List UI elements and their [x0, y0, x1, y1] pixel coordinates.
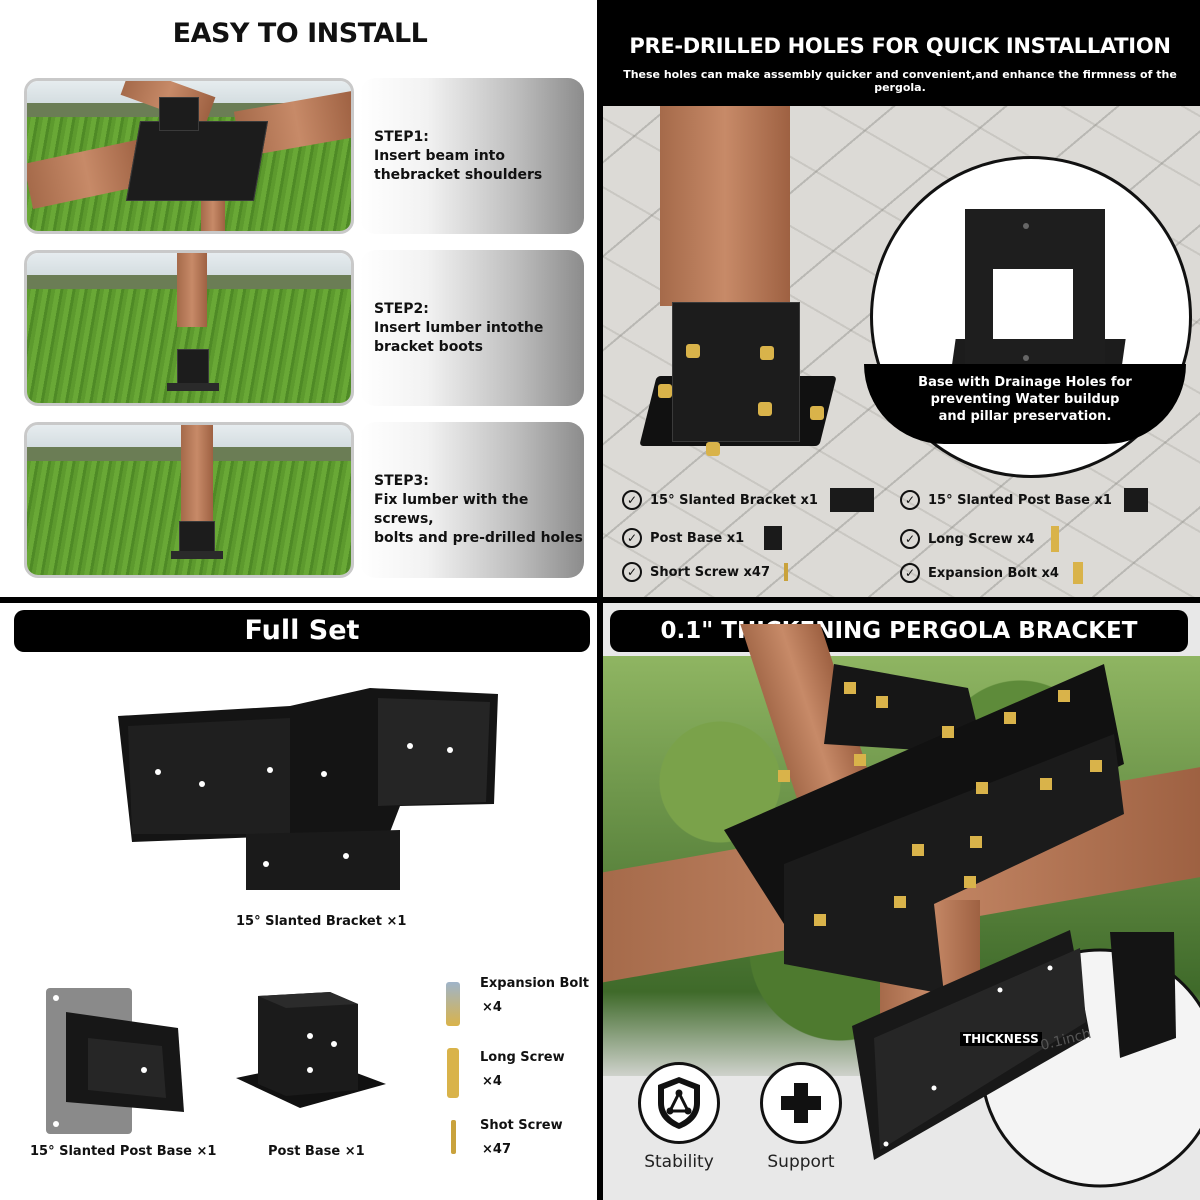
- support-badge: [760, 1062, 842, 1144]
- post-base-caption: Post Base ×1: [268, 1144, 365, 1159]
- step-3-photo: [24, 422, 354, 578]
- check-circle-icon: ✓: [622, 490, 642, 510]
- part-item: ✓ Short Screw x47: [622, 562, 789, 582]
- step-2-row: STEP2: Insert lumber intothe bracket boo…: [24, 250, 584, 406]
- callout-line-2: preventing Water buildup: [930, 392, 1120, 407]
- check-circle-icon: ✓: [622, 562, 642, 582]
- step-1-panel: STEP1: Insert beam into thebracket shoul…: [360, 78, 584, 234]
- check-circle-icon: ✓: [622, 528, 642, 548]
- predrilled-title: PRE-DRILLED HOLES FOR QUICK INSTALLATION: [629, 34, 1171, 58]
- part-item: ✓ Expansion Bolt x4: [900, 562, 1083, 584]
- step-2-heading: STEP2:: [374, 301, 429, 317]
- part-item: ✓ 15° Slanted Post Base x1: [900, 488, 1148, 512]
- long-screw-icon: [447, 1048, 459, 1098]
- thickness-label: THICKNESS: [960, 1032, 1042, 1046]
- plus-icon: [781, 1083, 821, 1123]
- expansion-bolt-icon: [446, 982, 460, 1026]
- short-screw-icon: [451, 1120, 456, 1154]
- check-circle-icon: ✓: [900, 563, 920, 583]
- step-3-line1: Fix lumber with the screws,: [374, 492, 529, 527]
- part-item: ✓ 15° Slanted Bracket x1: [622, 488, 874, 512]
- step-3-line2: bolts and pre-drilled holes: [374, 530, 583, 546]
- step-2-line2: bracket boots: [374, 339, 483, 355]
- predrilled-section: PRE-DRILLED HOLES FOR QUICK INSTALLATION…: [600, 0, 1200, 600]
- slanted-post-base-image: [46, 988, 184, 1134]
- stability-badge: [638, 1062, 720, 1144]
- step-1-line2: thebracket shoulders: [374, 167, 543, 183]
- parts-list: ✓ 15° Slanted Bracket x1 ✓ 15° Slanted P…: [618, 476, 1188, 594]
- horizontal-divider: [0, 597, 1200, 603]
- shot-screw-qty: ×47: [482, 1142, 511, 1157]
- easy-install-section: EASY TO INSTALL STEP1: Insert beam into …: [0, 0, 600, 600]
- step-3-heading: STEP3:: [374, 473, 429, 489]
- step-2-line1: Insert lumber intothe: [374, 320, 544, 336]
- thickness-zoom-image: [852, 930, 1200, 1188]
- check-circle-icon: ✓: [900, 490, 920, 510]
- slanted-bracket-caption: 15° Slanted Bracket ×1: [236, 914, 407, 929]
- callout-line-1: Base with Drainage Holes for: [918, 375, 1132, 390]
- thickening-title: 0.1" THICKENING PERGOLA BRACKET: [610, 610, 1188, 652]
- check-circle-icon: ✓: [900, 529, 920, 549]
- post-base-icon: [764, 526, 783, 550]
- full-set-section: Full Set 15° Slanted Bracket ×1 15° Slan…: [0, 600, 600, 1200]
- expansion-bolt-icon: [1072, 562, 1083, 584]
- long-screw-caption: Long Screw: [480, 1050, 565, 1065]
- post-base-photo: Base with Drainage Holes for preventing …: [600, 106, 1200, 600]
- expansion-bolt-caption: Expansion Bolt: [480, 976, 590, 991]
- support-label: Support: [767, 1152, 835, 1172]
- step-2-panel: STEP2: Insert lumber intothe bracket boo…: [360, 250, 584, 406]
- step-3-row: STEP3: Fix lumber with the screws, bolts…: [24, 422, 584, 578]
- shield-icon: [658, 1077, 700, 1129]
- pergola-bracket-image: [724, 664, 1124, 994]
- slanted-post-base-caption: 15° Slanted Post Base ×1: [30, 1144, 217, 1159]
- drainage-callout: Base with Drainage Holes for preventing …: [864, 364, 1186, 444]
- slanted-bracket-image: [118, 688, 498, 890]
- stability-label: Stability: [644, 1152, 714, 1172]
- callout-line-3: and pillar preservation.: [938, 409, 1112, 424]
- long-screw-qty: ×4: [482, 1074, 502, 1089]
- predrilled-subtitle: These holes can make assembly quicker an…: [623, 68, 1177, 94]
- part-item: ✓ Long Screw x4: [900, 526, 1059, 552]
- step-1-row: STEP1: Insert beam into thebracket shoul…: [24, 78, 584, 234]
- step-1-photo: [24, 78, 354, 234]
- expansion-bolt-qty: ×4: [482, 1000, 502, 1015]
- part-item: ✓ Post Base x1: [622, 526, 783, 550]
- step-1-heading: STEP1:: [374, 129, 429, 145]
- step-2-photo: [24, 250, 354, 406]
- slanted-post-base-icon: [1123, 488, 1148, 512]
- slanted-bracket-icon: [829, 488, 874, 512]
- long-screw-icon: [1050, 526, 1059, 552]
- full-set-title: Full Set: [14, 610, 590, 652]
- post-base-image: [236, 992, 386, 1108]
- step-3-panel: STEP3: Fix lumber with the screws, bolts…: [360, 422, 584, 578]
- short-screw-icon: [784, 563, 789, 581]
- easy-install-title: EASY TO INSTALL: [172, 18, 428, 49]
- shot-screw-caption: Shot Screw: [480, 1118, 563, 1133]
- thickening-section: 0.1" THICKENING PERGOLA BRACKET THICKNES…: [600, 600, 1200, 1200]
- step-1-line1: Insert beam into: [374, 148, 505, 164]
